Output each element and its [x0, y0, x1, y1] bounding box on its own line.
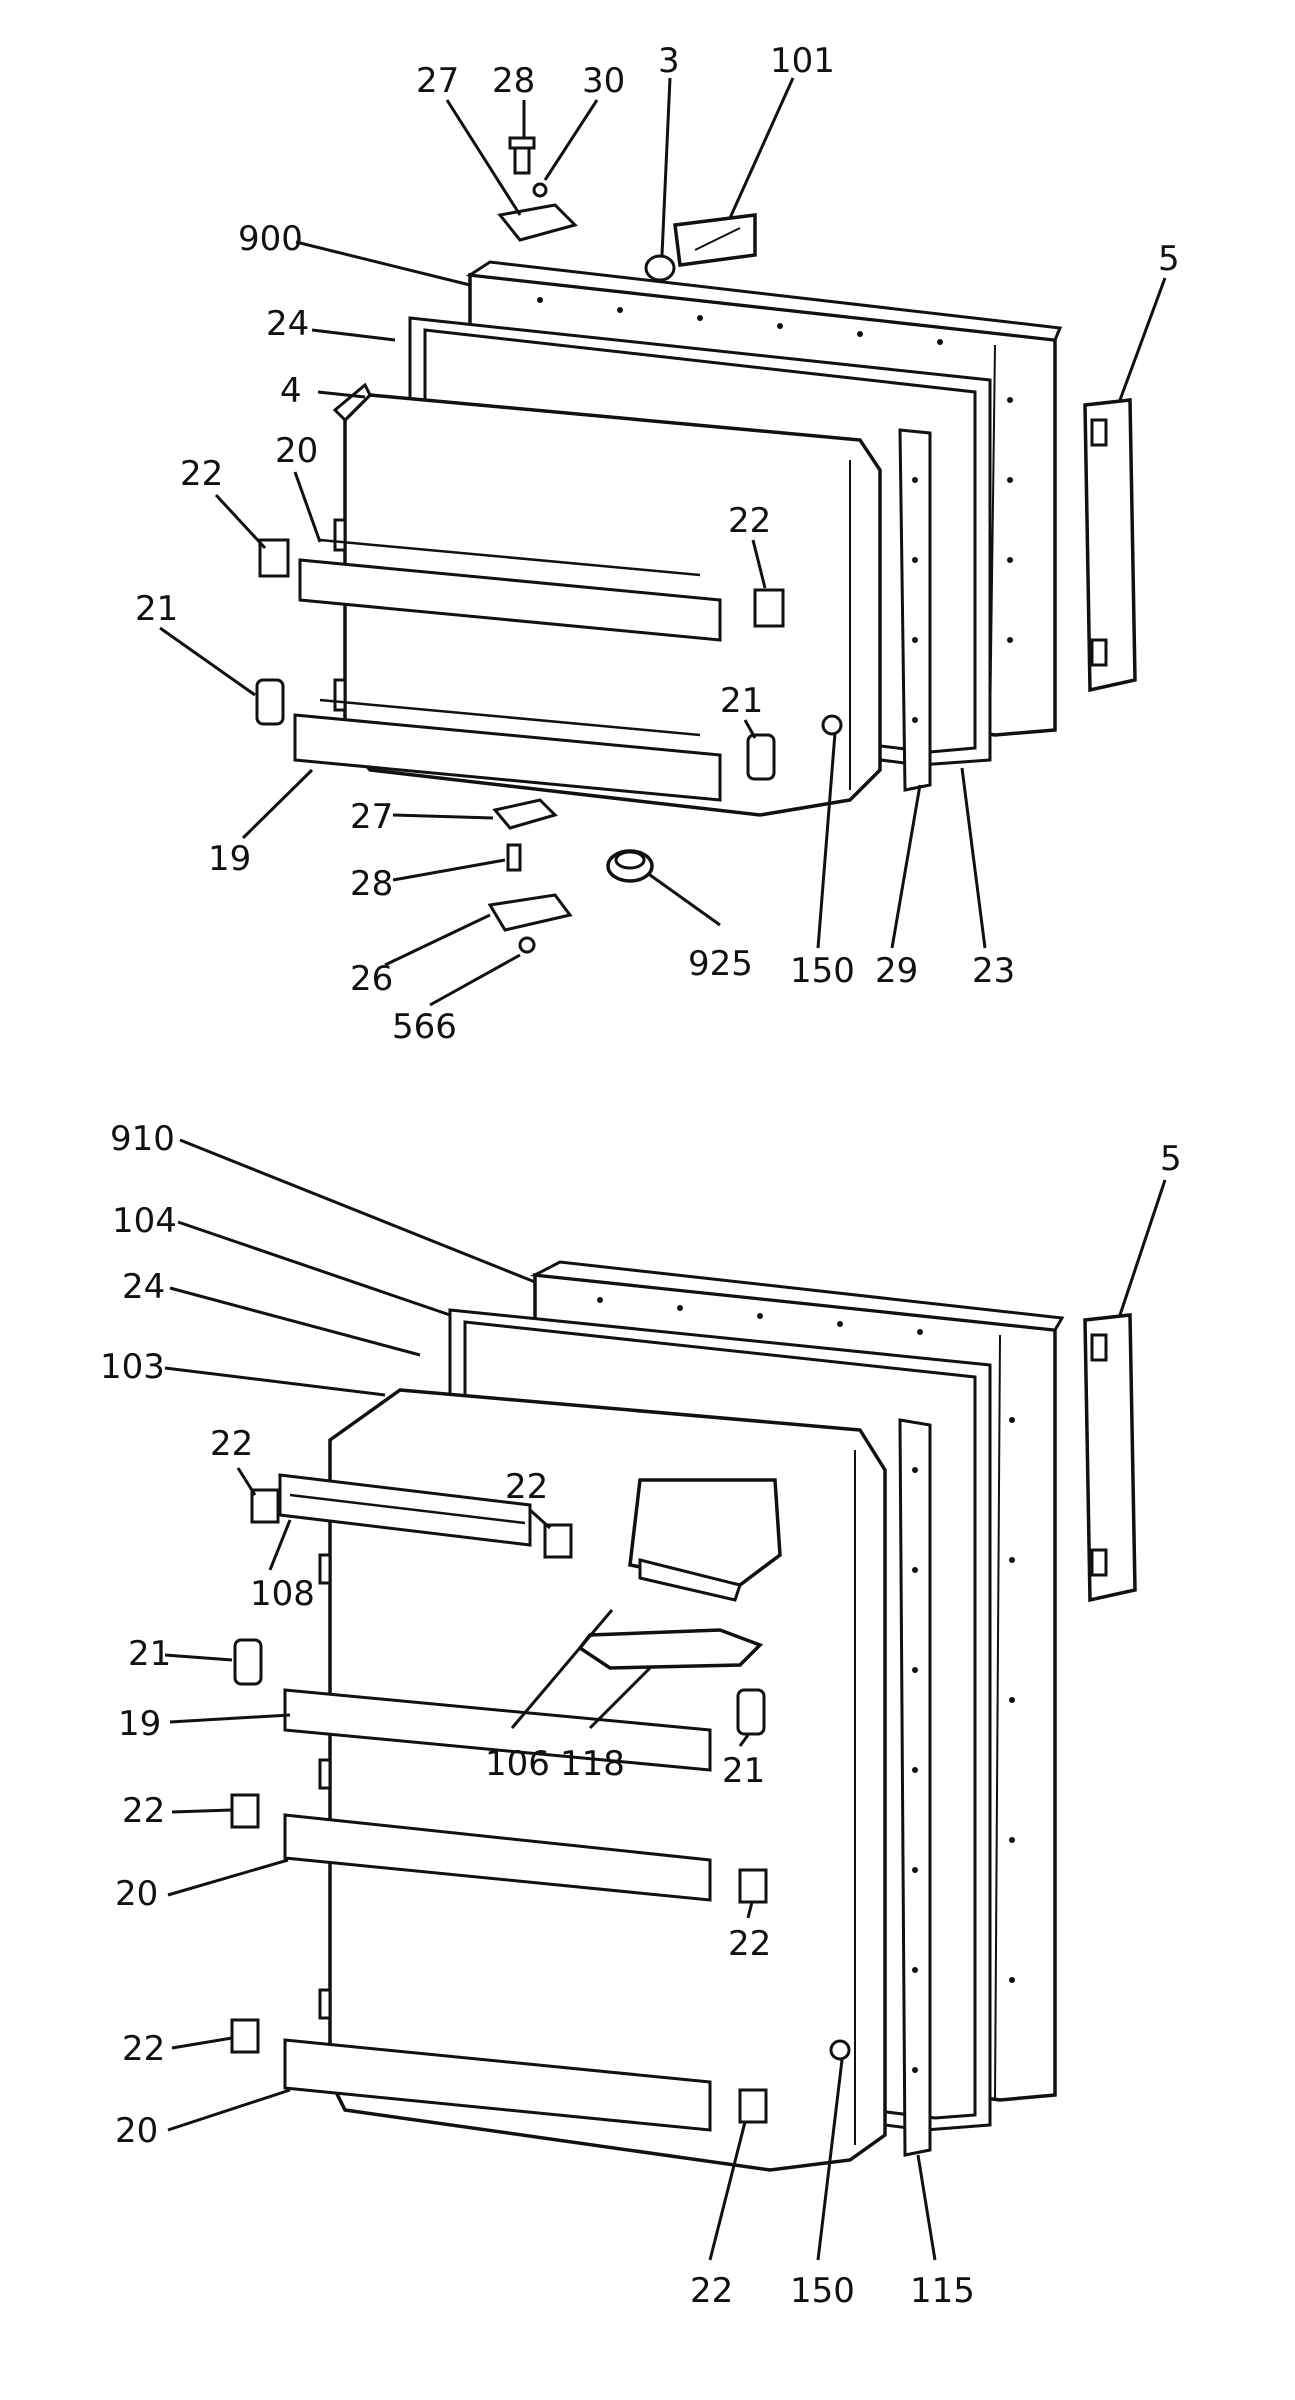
- label-28-top: 28: [492, 61, 535, 101]
- lower-door-assembly: 910 5 104 24 103 22 22 108 21 19 106 118…: [100, 1119, 1182, 2311]
- screw-28-bottom: [506, 843, 522, 872]
- label-20-lower-bottom: 20: [115, 2111, 158, 2151]
- label-21-upper-right: 21: [720, 681, 763, 721]
- label-104: 104: [112, 1201, 177, 1241]
- shelf-end-21-lower-left: [233, 1638, 263, 1686]
- label-22-lower-d: 22: [728, 1924, 771, 1964]
- hinge-26: [487, 893, 573, 932]
- breaker-strip-115: [898, 1418, 932, 2157]
- door-handle-5-upper: [1083, 398, 1137, 693]
- label-115: 115: [910, 2271, 975, 2311]
- shelf-rail-lower: [293, 698, 722, 802]
- label-19-upper: 19: [208, 839, 251, 879]
- label-150-lower: 150: [790, 2271, 855, 2311]
- screw-30: [532, 182, 548, 198]
- label-22-lower-a: 22: [210, 1424, 253, 1464]
- label-29: 29: [875, 951, 918, 991]
- hinge-27-top: [497, 203, 578, 242]
- label-20-upper: 20: [275, 431, 318, 471]
- label-900: 900: [238, 219, 303, 259]
- label-108: 108: [250, 1574, 315, 1614]
- shelf-end-21-right: [746, 733, 776, 781]
- shelf-end-21-left: [255, 678, 285, 726]
- label-24-lower: 24: [122, 1267, 165, 1307]
- label-22-lower-b: 22: [505, 1467, 548, 1507]
- label-566: 566: [392, 1007, 457, 1047]
- shelf-rail-108: [278, 1473, 532, 1547]
- label-20-lower-middle: 20: [115, 1874, 158, 1914]
- label-27-top: 27: [416, 61, 459, 101]
- part-101: [673, 213, 757, 267]
- label-4: 4: [280, 371, 302, 411]
- label-21-lower-left: 21: [128, 1634, 171, 1674]
- label-23: 23: [972, 951, 1015, 991]
- label-103: 103: [100, 1347, 165, 1387]
- dairy-compartment-106: [628, 1478, 782, 1602]
- label-24-upper: 24: [266, 304, 309, 344]
- door-inner-liner-lower: [318, 1388, 887, 2172]
- hinge-27-bottom: [492, 798, 558, 830]
- label-925: 925: [688, 944, 753, 984]
- label-22-lower-f: 22: [690, 2271, 733, 2311]
- label-22-lower-e: 22: [122, 2029, 165, 2069]
- upper-door-assembly: 27 28 30 3 101 900 5 24 4 20 22 22 21 21…: [135, 41, 1180, 1047]
- shelf-clip-22-d: [738, 1868, 768, 1904]
- label-26: 26: [350, 959, 393, 999]
- label-30: 30: [582, 61, 625, 101]
- dairy-tray-118: [577, 1628, 764, 1670]
- label-21-upper-left: 21: [135, 589, 178, 629]
- upper-leader-lines: [159, 77, 1167, 1007]
- label-22-lower-c: 22: [122, 1791, 165, 1831]
- label-27-bottom: 27: [350, 797, 393, 837]
- stud-150-lower: [829, 2039, 851, 2061]
- shelf-clip-22-f: [738, 2088, 768, 2124]
- shelf-clip-22-e: [230, 2018, 260, 2054]
- label-150-upper: 150: [790, 951, 855, 991]
- plug-925: [606, 849, 654, 883]
- label-118: 118: [560, 1744, 625, 1784]
- label-22-upper-left: 22: [180, 454, 223, 494]
- shelf-rail-20-middle: [283, 1813, 712, 1902]
- door-handle-5-lower: [1083, 1313, 1137, 1603]
- shelf-clip-22-c: [230, 1793, 260, 1829]
- label-101: 101: [770, 41, 835, 81]
- label-22-upper-right: 22: [728, 501, 771, 541]
- stud-150-upper: [821, 714, 843, 736]
- shelf-clip-22-right: [753, 588, 785, 628]
- shelf-clip-22-a: [250, 1488, 280, 1524]
- label-910: 910: [110, 1119, 175, 1159]
- shelf-clip-22-b: [543, 1523, 573, 1559]
- lower-leader-lines: [164, 1138, 1167, 2261]
- label-3: 3: [658, 41, 680, 81]
- screw-566: [518, 936, 536, 954]
- plug-3: [644, 254, 676, 282]
- label-106: 106: [485, 1744, 550, 1784]
- shelf-end-21-lower-right: [736, 1688, 766, 1736]
- label-19-lower: 19: [118, 1704, 161, 1744]
- shelf-rail-20-bottom: [283, 2038, 712, 2132]
- label-21-lower-right: 21: [722, 1751, 765, 1791]
- shelf-rail-upper: [298, 538, 722, 642]
- breaker-strip-29: [898, 428, 932, 792]
- label-5-lower: 5: [1160, 1139, 1182, 1179]
- label-5-upper: 5: [1158, 239, 1180, 279]
- label-28-bottom: 28: [350, 864, 393, 904]
- screw-28-top: [508, 136, 536, 175]
